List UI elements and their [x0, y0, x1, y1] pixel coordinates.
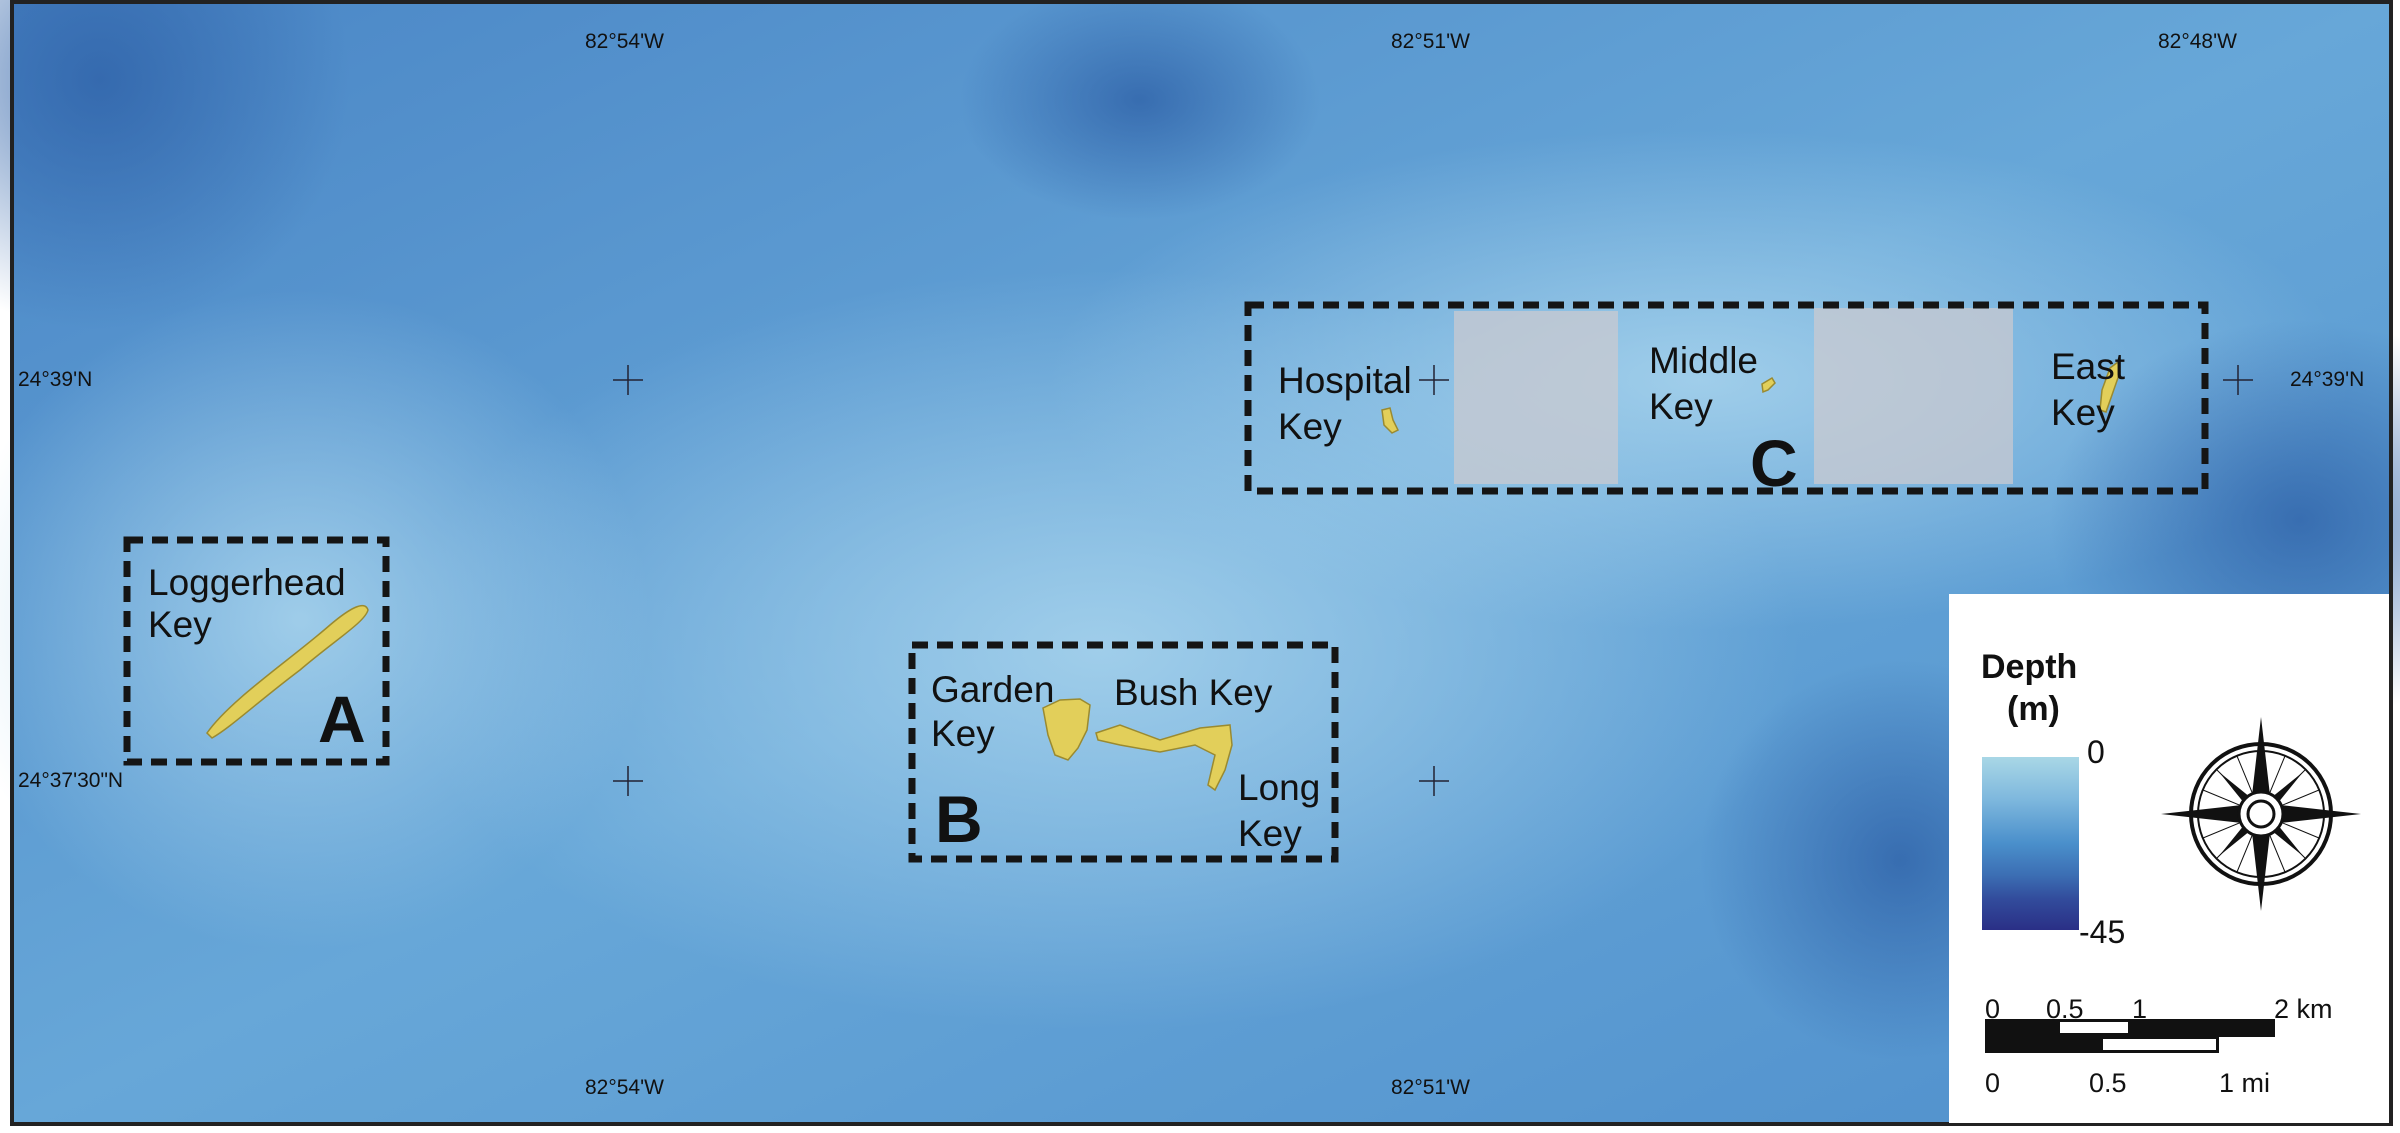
middle-key-island: [1761, 376, 1776, 394]
legend-unit: (m): [2007, 690, 2060, 728]
site-b-letter: B: [935, 782, 983, 856]
loggerhead-key-island: [206, 604, 369, 739]
graticule-crosses: [613, 365, 2253, 796]
scale-km-label: 2 km: [2274, 994, 2333, 1024]
legend-panel: Depth (m) 0 -45 0 0.5 1 2 km 0 0.5 1 mi: [1949, 594, 2389, 1123]
lon-label-top: 82°54'W: [585, 30, 664, 53]
site-c-letter: C: [1750, 426, 1798, 500]
depth-min-label: -45: [2079, 914, 2126, 950]
lon-label-bottom: 82°51'W: [1391, 1076, 1470, 1099]
bush-key-label: Bush Key: [1114, 672, 1273, 713]
label-line: Key: [1649, 386, 1713, 427]
label-line: Key: [1238, 813, 1302, 854]
label-line: Key: [1278, 406, 1342, 447]
lat-label-right: 24°39'N: [2290, 368, 2365, 391]
site-a-box: [123, 536, 390, 766]
lon-label-top: 82°51'W: [1391, 30, 1470, 53]
label-line: Garden: [931, 669, 1055, 710]
bush-key-island: [1095, 724, 1233, 792]
east-key-island: [2099, 360, 2121, 413]
hospital-key-island: [1381, 407, 1400, 434]
scale-mi-label: 1 mi: [2219, 1068, 2271, 1098]
garden-key-island: [1042, 698, 1091, 761]
label-line: East: [2051, 346, 2126, 387]
scale-km-label: 0: [1985, 994, 2001, 1024]
lat-label-left: 24°39'N: [18, 368, 93, 391]
scale-mi-label: 0.5: [2089, 1068, 2127, 1098]
label-line: Key: [148, 604, 212, 645]
scale-km-label: 1: [2132, 994, 2148, 1024]
legend-title: Depth: [1981, 648, 2078, 686]
nodata-patch: [1814, 308, 2013, 484]
label-line: Long: [1238, 767, 1321, 808]
map-frame: [10, 0, 2393, 1126]
label-line: Middle: [1649, 340, 1758, 381]
label-line: Loggerhead: [148, 562, 346, 603]
label-line: Hospital: [1278, 360, 1412, 401]
label-line: Key: [2051, 392, 2115, 433]
north-arrow-compass-icon: [2161, 717, 2361, 911]
nodata-patch: [1454, 311, 1618, 484]
site-b-box: [908, 641, 1339, 863]
label-line: Key: [931, 713, 995, 754]
depth-max-label: 0: [2087, 734, 2105, 770]
site-c-box: [1244, 301, 2209, 495]
scale-bar: [1985, 1019, 2275, 1053]
depth-color-ramp: [1982, 757, 2079, 930]
site-a-letter: A: [318, 682, 366, 756]
lon-label-bottom: 82°54'W: [585, 1076, 664, 1099]
lat-label-left: 24°37'30"N: [18, 769, 124, 792]
lon-label-top: 82°48'W: [2158, 30, 2237, 53]
scale-mi-label: 0: [1985, 1068, 2001, 1098]
